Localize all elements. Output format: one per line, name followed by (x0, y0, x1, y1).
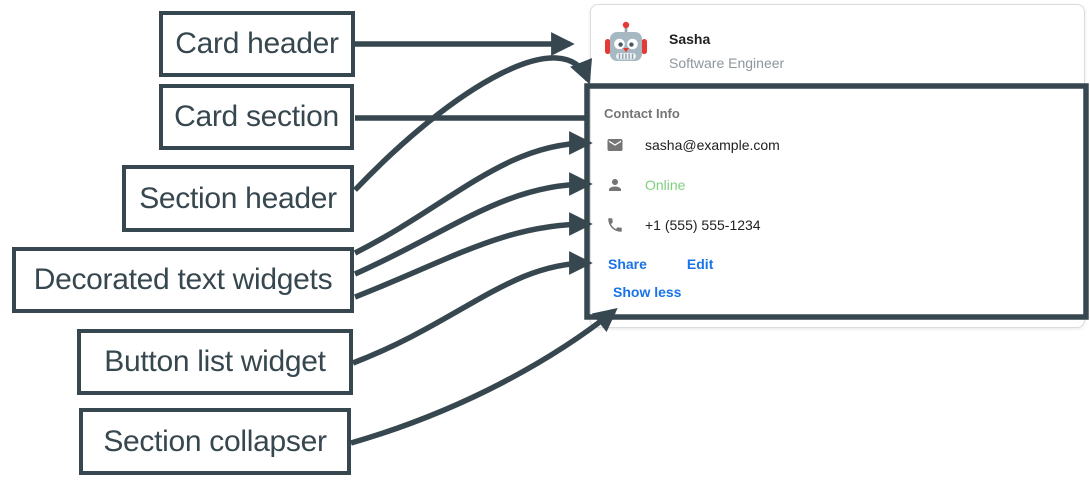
decorated-text-arrow-phone (354, 212, 593, 300)
annotation-label-section-header: Section header (122, 165, 354, 232)
annotation-label-card-section: Card section (159, 84, 354, 150)
decorated-text-row-phone: +1 (555) 555-1234 (606, 216, 761, 234)
decorated-text-row-email: sasha@example.com (606, 136, 780, 154)
email-text: sasha@example.com (645, 137, 780, 153)
contact-card: Sasha Software Engineer Contact Info sas… (590, 4, 1085, 328)
decorated-text-row-status: Online (606, 176, 685, 194)
robot-avatar-icon (605, 21, 647, 61)
annotation-label-decorated-text-widgets: Decorated text widgets (12, 247, 354, 313)
email-icon (607, 139, 623, 151)
phone-icon (608, 218, 622, 232)
phone-text: +1 (555) 555-1234 (645, 217, 761, 233)
button-list-arrow (352, 251, 593, 366)
annotation-label-section-collapser: Section collapser (79, 408, 351, 475)
show-less-button[interactable]: Show less (613, 284, 682, 300)
share-button[interactable]: Share (608, 256, 647, 272)
decorated-text-arrow-status (353, 172, 593, 277)
person-icon (609, 179, 621, 191)
status-text: Online (645, 177, 686, 193)
annotation-label-card-header: Card header (159, 11, 355, 77)
decorated-text-arrow-email (353, 131, 593, 256)
section-header-text: Contact Info (604, 106, 680, 121)
card-header-subtitle: Software Engineer (669, 55, 785, 71)
card-header-title: Sasha (669, 31, 711, 47)
button-list: Share Edit (608, 256, 713, 272)
edit-button[interactable]: Edit (686, 256, 714, 272)
section-collapser-arrow (350, 308, 618, 446)
section-header-arrow (353, 55, 592, 192)
annotation-label-button-list-widget: Button list widget (77, 329, 353, 395)
